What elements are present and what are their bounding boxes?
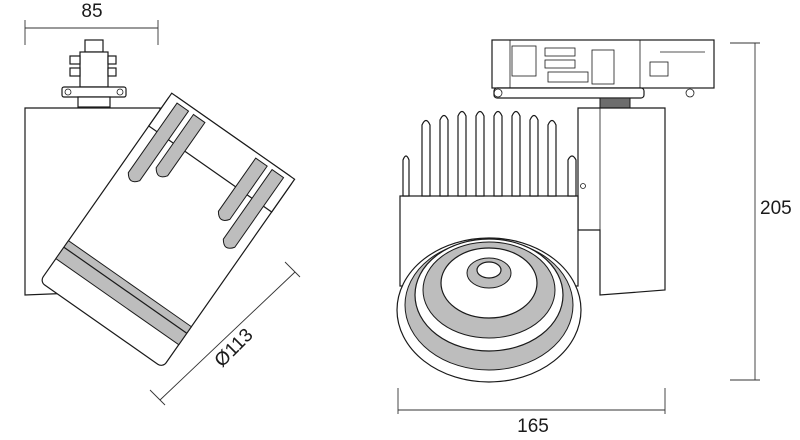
track-adapter-front [61,39,127,108]
lens-assembly [396,237,582,383]
dimension-width-top: 85 [24,1,159,45]
dimension-label-height-right: 205 [760,198,792,219]
tilted-head [41,92,296,366]
track-adapter-side [491,39,715,109]
dimension-label-diameter: Ø113 [211,325,258,372]
dimension-label-length-bottom: 165 [517,416,549,437]
dimension-height-right: 205 [730,42,792,381]
front-view: 85 [24,1,301,406]
dimension-label-width-top: 85 [81,1,102,22]
dimension-length-bottom: 165 [397,388,666,437]
side-view: 165 205 [396,39,792,437]
